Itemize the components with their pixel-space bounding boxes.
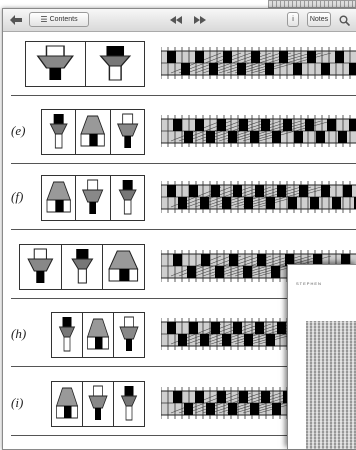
figure-row: (f) xyxy=(11,171,356,227)
background-window xyxy=(0,0,356,8)
row-divider xyxy=(11,229,356,230)
shape-cell xyxy=(42,176,76,220)
search-icon[interactable] xyxy=(337,13,351,27)
figure-row-label: (e) xyxy=(11,123,33,139)
shape-panel xyxy=(41,109,145,155)
shape-panel xyxy=(51,381,145,427)
toolbar: ☰ Contents i Notes xyxy=(3,9,356,32)
shape-panel xyxy=(51,312,145,358)
shape-cell xyxy=(86,42,145,86)
shape-cell xyxy=(76,176,110,220)
contents-label: Contents xyxy=(50,16,78,23)
overlay-header: STEPHEN xyxy=(296,281,322,286)
back-arrow-icon[interactable] xyxy=(9,13,23,27)
notes-button[interactable]: Notes xyxy=(307,12,331,27)
rewind-icon[interactable] xyxy=(169,13,183,27)
list-icon: ☰ xyxy=(40,15,47,24)
shape-cell xyxy=(42,110,76,154)
shape-cell xyxy=(114,313,144,357)
overlay-figure-shading xyxy=(306,321,356,449)
shape-cell xyxy=(76,110,110,154)
shape-panel xyxy=(19,244,145,290)
shape-cell xyxy=(83,313,114,357)
shape-cell xyxy=(103,245,144,289)
notes-label: Notes xyxy=(310,16,328,23)
figure-row-label: (f) xyxy=(11,189,33,205)
contents-button[interactable]: ☰ Contents xyxy=(29,12,89,27)
shape-cell xyxy=(111,110,144,154)
shape-panel xyxy=(41,175,145,221)
shape-cell xyxy=(20,245,62,289)
shape-cell xyxy=(62,245,104,289)
figure-row-label: (i) xyxy=(11,395,33,411)
shape-cell xyxy=(26,42,86,86)
row-divider xyxy=(11,163,356,164)
pattern-strip xyxy=(161,177,356,217)
pattern-strip xyxy=(161,43,356,83)
shape-cell xyxy=(114,382,144,426)
figure-row xyxy=(11,37,356,93)
figure-row: (e) xyxy=(11,105,356,161)
shape-cell xyxy=(52,313,83,357)
overlapping-page-thumbnail[interactable]: STEPHEN xyxy=(287,264,356,449)
shape-cell xyxy=(83,382,114,426)
row-divider xyxy=(11,95,356,96)
fast-forward-icon[interactable] xyxy=(193,13,207,27)
info-button[interactable]: i xyxy=(287,12,299,27)
shape-panel xyxy=(25,41,145,87)
shape-cell xyxy=(52,382,83,426)
shape-cell xyxy=(111,176,144,220)
background-thumbnail xyxy=(268,0,356,8)
figure-row-label: (h) xyxy=(11,326,33,342)
pattern-strip xyxy=(161,111,356,151)
info-label: i xyxy=(292,16,294,23)
